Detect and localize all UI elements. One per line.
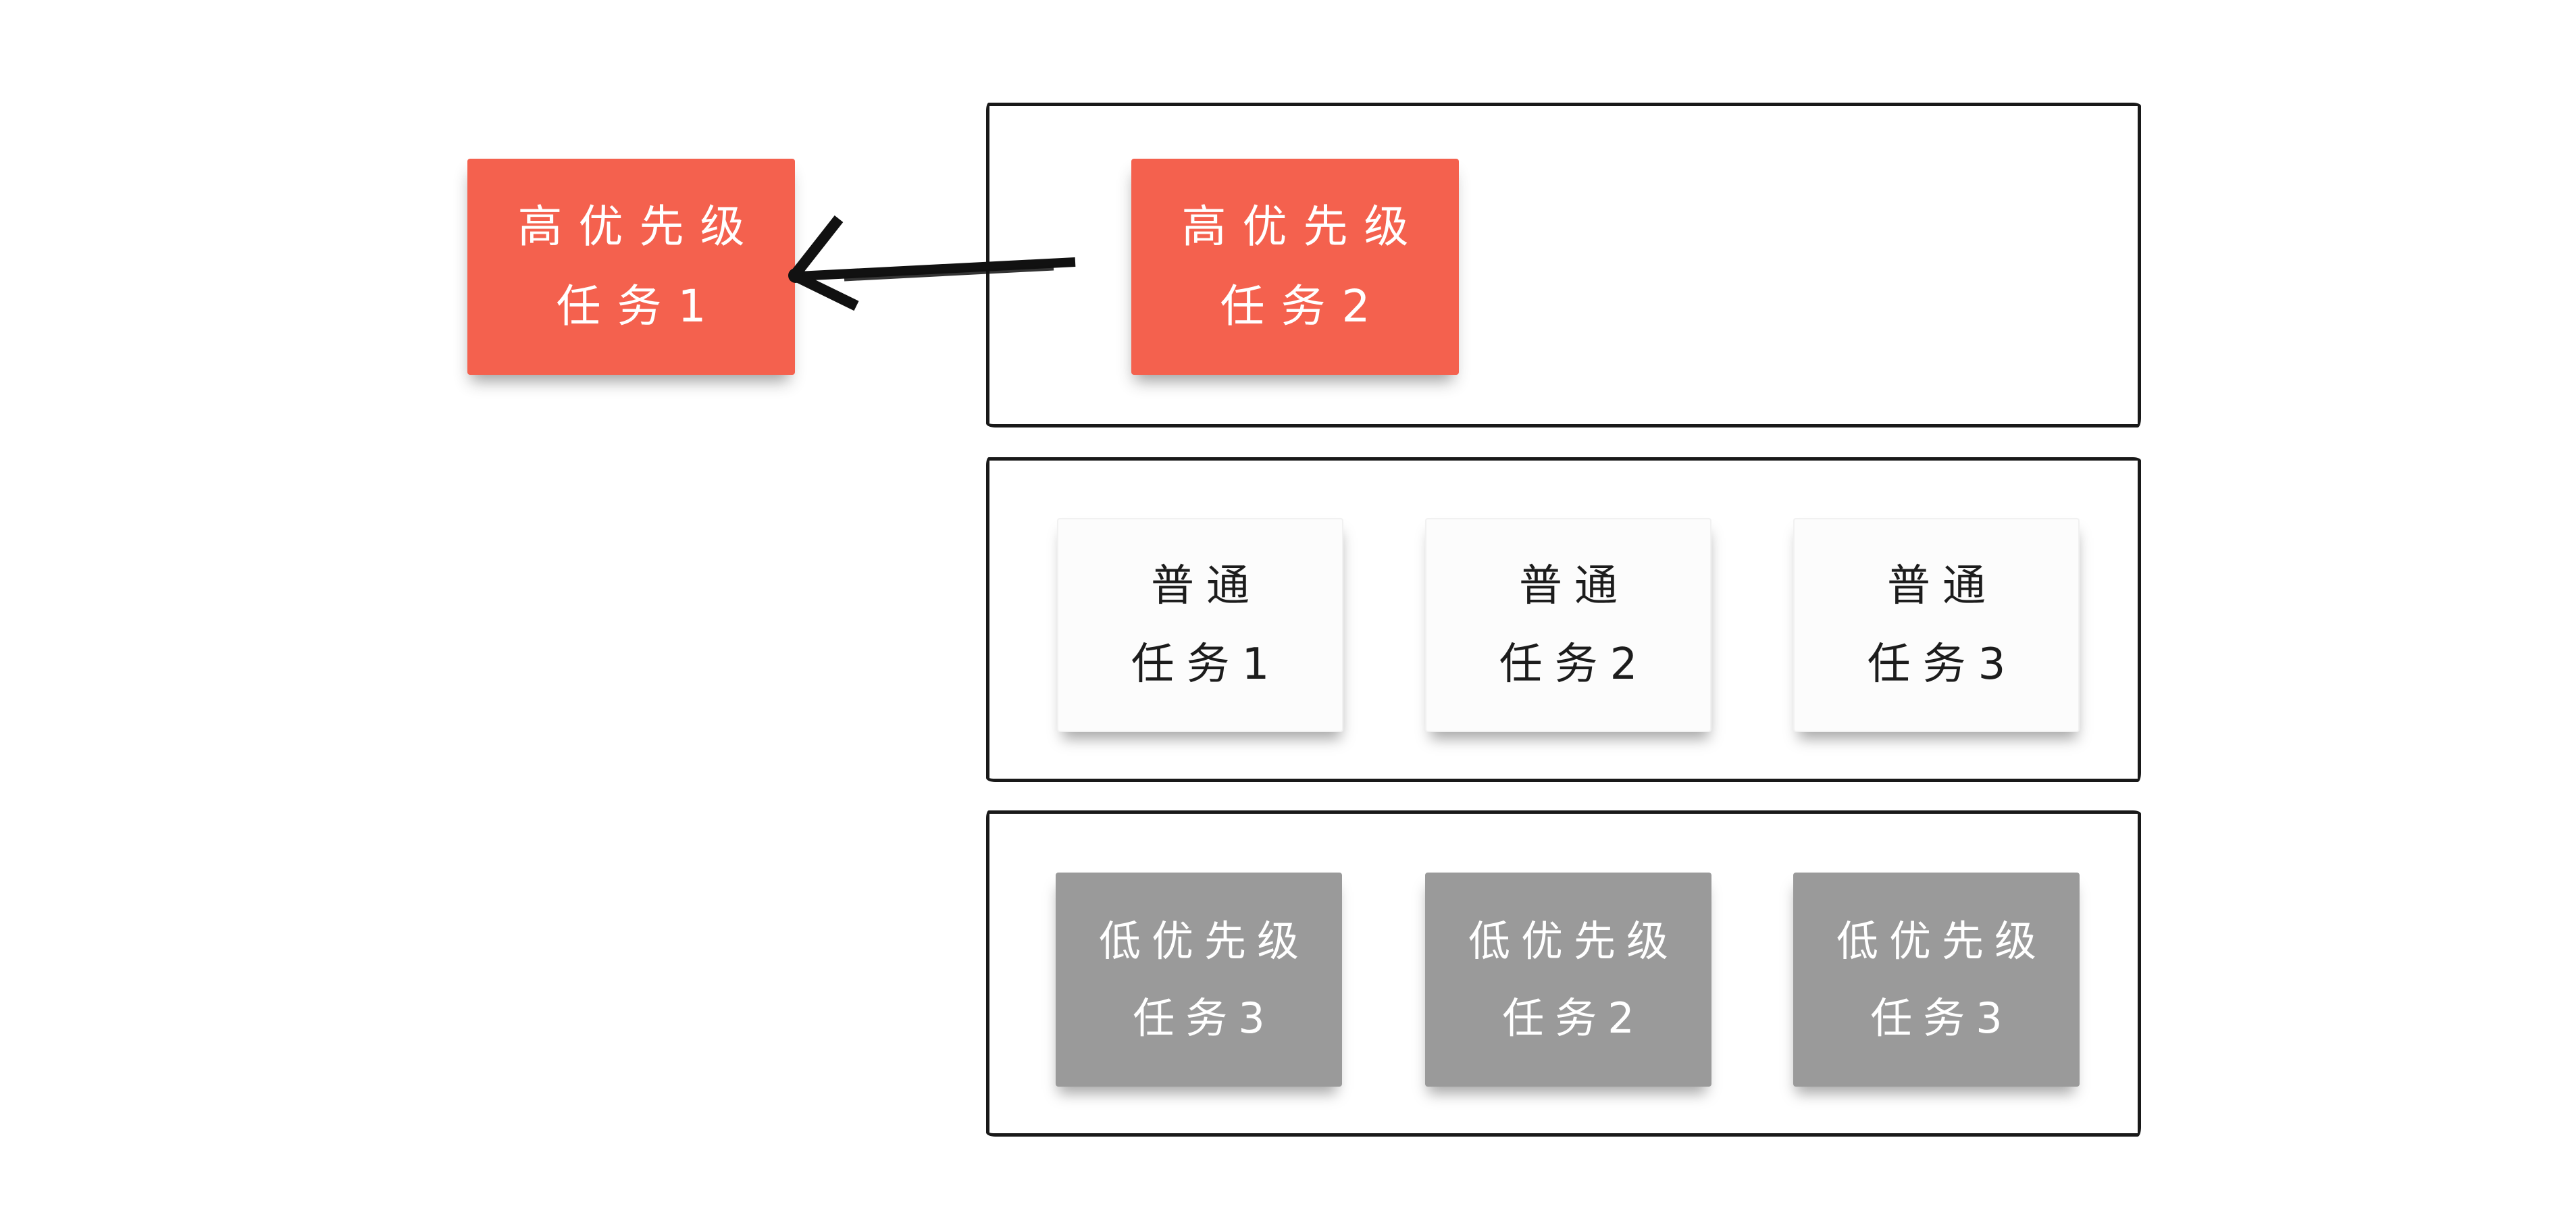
task-card-normal-2: 普通 任务2 <box>1425 518 1711 732</box>
task-card-label-line1: 普通 <box>1519 561 1630 611</box>
task-card-normal-3: 普通 任务3 <box>1793 518 2080 732</box>
task-card-low-1: 低优先级 任务3 <box>1056 873 1342 1087</box>
task-card-label-line1: 低优先级 <box>1468 916 1679 966</box>
task-card-label-line1: 低优先级 <box>1836 916 2047 966</box>
task-card-label-line1: 低优先级 <box>1098 916 1310 966</box>
task-card-low-3: 低优先级 任务3 <box>1793 873 2080 1087</box>
task-card-label-line2: 任务2 <box>1502 993 1645 1043</box>
task-card-label-line2: 任务2 <box>1499 639 1650 690</box>
task-card-label-line2: 任务3 <box>1133 993 1276 1043</box>
task-card-label-line2: 任务3 <box>1870 993 2013 1043</box>
queue-high-priority: 高优先级 任务2 <box>986 103 2141 427</box>
executing-task-card: 高优先级 任务1 <box>467 159 795 375</box>
task-card-low-2: 低优先级 任务2 <box>1425 873 1711 1087</box>
queue-low-priority: 低优先级 任务3 低优先级 任务2 低优先级 任务3 <box>986 810 2141 1137</box>
task-card-label-line2: 任务3 <box>1867 639 2018 690</box>
task-card-label-line1: 高优先级 <box>517 201 761 253</box>
queue-normal: 普通 任务1 普通 任务2 普通 任务3 <box>986 457 2141 782</box>
task-card-high-2: 高优先级 任务2 <box>1131 159 1459 375</box>
task-card-label-line2: 任务2 <box>1220 280 1387 332</box>
left-arrow-icon <box>788 215 1076 311</box>
task-card-normal-1: 普通 任务1 <box>1057 518 1343 732</box>
task-card-label-line1: 普通 <box>1151 561 1262 611</box>
task-card-label-line1: 普通 <box>1887 561 1998 611</box>
task-card-label-line1: 高优先级 <box>1181 201 1425 253</box>
task-card-label-line2: 任务1 <box>1131 639 1282 690</box>
task-card-label-line2: 任务1 <box>556 280 723 332</box>
